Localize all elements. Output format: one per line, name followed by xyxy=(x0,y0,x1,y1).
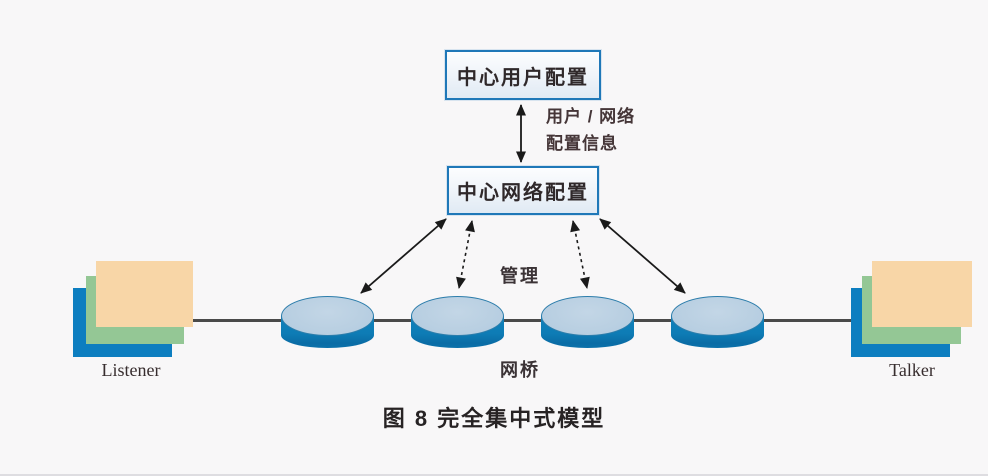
figure-caption: 图 8 完全集中式模型 xyxy=(382,406,606,431)
talker-label: Talker xyxy=(889,360,935,380)
bridge-cylinder-3 xyxy=(541,296,634,348)
listener-layer-peach xyxy=(96,261,193,327)
central-network-config-label: 中心网络配置 xyxy=(457,182,589,204)
network-trunk-line xyxy=(193,319,852,322)
central-network-config-box: 中心网络配置 xyxy=(447,166,599,215)
arrow-config-to-bridge-3 xyxy=(570,220,590,289)
cylinder-top xyxy=(281,296,374,336)
central-user-config-label: 中心用户配置 xyxy=(457,66,589,89)
bridge-cylinder-1 xyxy=(281,296,374,348)
page-bottom-edge xyxy=(0,474,988,476)
manage-label: 管理 xyxy=(500,266,540,286)
user-network-config-info-label: 用户 / 网络 配置信息 xyxy=(546,103,635,157)
cylinder-top xyxy=(671,296,764,336)
cylinder-top xyxy=(541,296,634,336)
bridge-cylinder-4 xyxy=(671,296,764,348)
listener-label: Listener xyxy=(101,360,161,380)
arrow-config-to-bridge-2 xyxy=(456,220,475,289)
bridge-label: 网桥 xyxy=(500,360,540,380)
arrow-config-to-bridge-1 xyxy=(360,218,447,294)
arrow-config-to-bridge-4 xyxy=(599,218,686,294)
bridge-cylinder-2 xyxy=(411,296,504,348)
user-network-config-info-line1: 用户 / 网络 xyxy=(546,107,636,126)
talker-layer-peach xyxy=(872,261,972,327)
cylinder-top xyxy=(411,296,504,336)
user-network-config-info-line2: 配置信息 xyxy=(546,134,618,153)
central-user-config-box: 中心用户配置 xyxy=(445,50,601,100)
